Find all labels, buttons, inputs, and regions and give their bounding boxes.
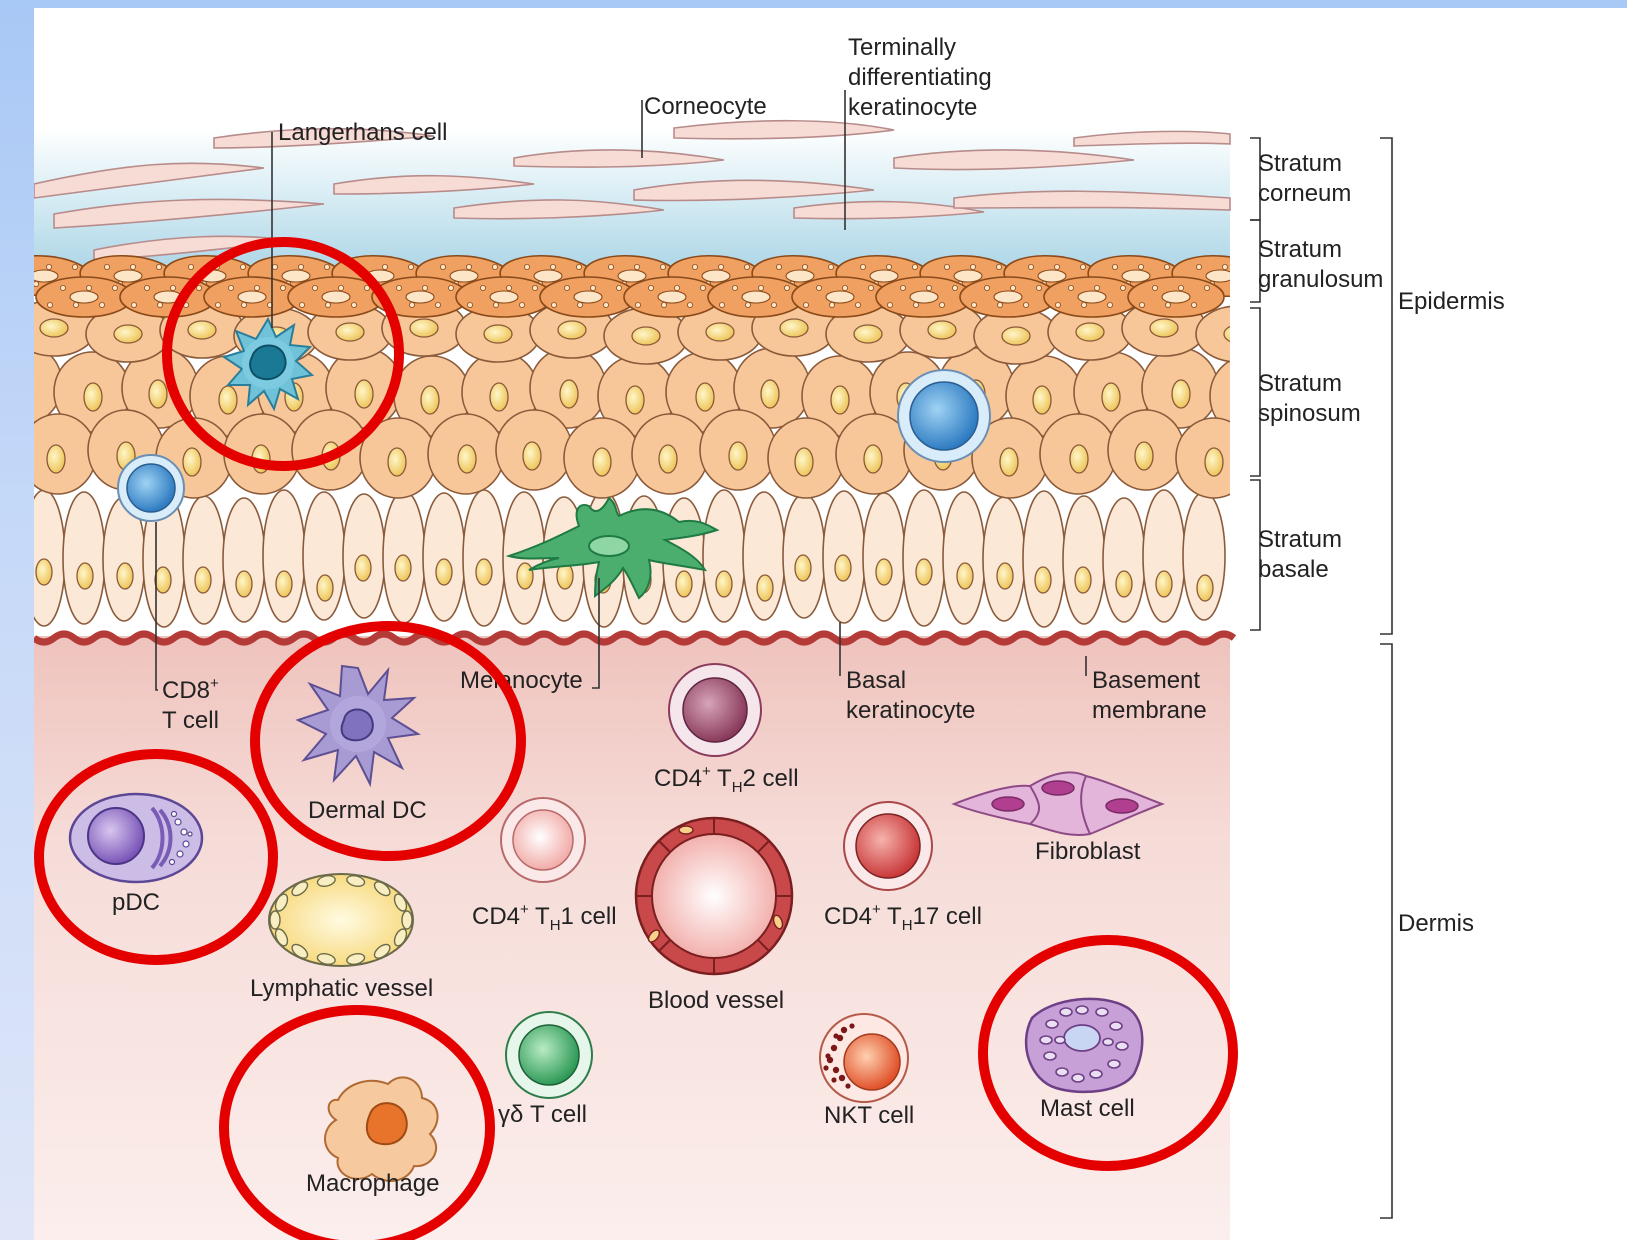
- label-blood: Blood vessel: [648, 987, 784, 1014]
- label-terminally-3: keratinocyte: [848, 94, 977, 121]
- label-mast: Mast cell: [1040, 1095, 1135, 1122]
- label-terminally-1: Terminally: [848, 34, 956, 61]
- label-fibroblast: Fibroblast: [1035, 838, 1141, 865]
- label-basement-2: membrane: [1092, 697, 1207, 724]
- mast-cell: [1026, 999, 1142, 1092]
- th1-cell: [501, 798, 585, 882]
- label-lymphatic: Lymphatic vessel: [250, 975, 433, 1002]
- label-th2: CD4+ TH2 cell: [654, 763, 799, 796]
- label-terminally-2: differentiating: [848, 64, 992, 91]
- label-th1: CD4+ TH1 cell: [472, 901, 617, 934]
- label-langerhans: Langerhans cell: [278, 119, 447, 146]
- label-dermal-dc: Dermal DC: [308, 797, 427, 824]
- label-epidermis: Epidermis: [1398, 288, 1505, 315]
- label-nkt: NKT cell: [824, 1102, 914, 1129]
- cd8-t-cell: [118, 455, 184, 521]
- label-granulosum-1: Stratum: [1258, 236, 1342, 263]
- spinosum-t-cell: [898, 370, 990, 462]
- blood-vessel: [636, 818, 792, 974]
- label-basement-1: Basement: [1092, 667, 1200, 694]
- label-corneum-1: Stratum: [1258, 150, 1342, 177]
- label-pdc: pDC: [112, 889, 160, 916]
- label-corneum-2: corneum: [1258, 180, 1351, 207]
- label-basale-2: basale: [1258, 556, 1329, 583]
- label-cd8-t-cell-2: T cell: [162, 707, 219, 734]
- label-spinosum-1: Stratum: [1258, 370, 1342, 397]
- label-basal-2: keratinocyte: [846, 697, 975, 724]
- th17-cell: [844, 802, 932, 890]
- gd-t-cell: [506, 1012, 592, 1098]
- label-granulosum-2: granulosum: [1258, 266, 1383, 293]
- label-gd-t: γδ T cell: [498, 1101, 587, 1128]
- basement-membrane-line: [34, 634, 1234, 642]
- lymphatic-vessel: [269, 874, 413, 966]
- skin-immune-diagram: Langerhans cell Corneocyte Terminally di…: [34, 8, 1627, 1240]
- label-basal-1: Basal: [846, 667, 906, 694]
- th2-cell: [669, 664, 761, 756]
- nkt-cell: [820, 1014, 908, 1102]
- label-corneocyte: Corneocyte: [644, 93, 767, 120]
- figure-panel: Langerhans cell Corneocyte Terminally di…: [34, 8, 1627, 1240]
- macrophage: [325, 1077, 438, 1181]
- label-spinosum-2: spinosum: [1258, 400, 1361, 427]
- label-basale-1: Stratum: [1258, 526, 1342, 553]
- label-macrophage: Macrophage: [306, 1170, 439, 1197]
- epidermis-cells: [34, 253, 1286, 627]
- label-melanocyte: Melanocyte: [460, 667, 583, 694]
- label-dermis: Dermis: [1398, 910, 1474, 937]
- pdc: [70, 794, 202, 882]
